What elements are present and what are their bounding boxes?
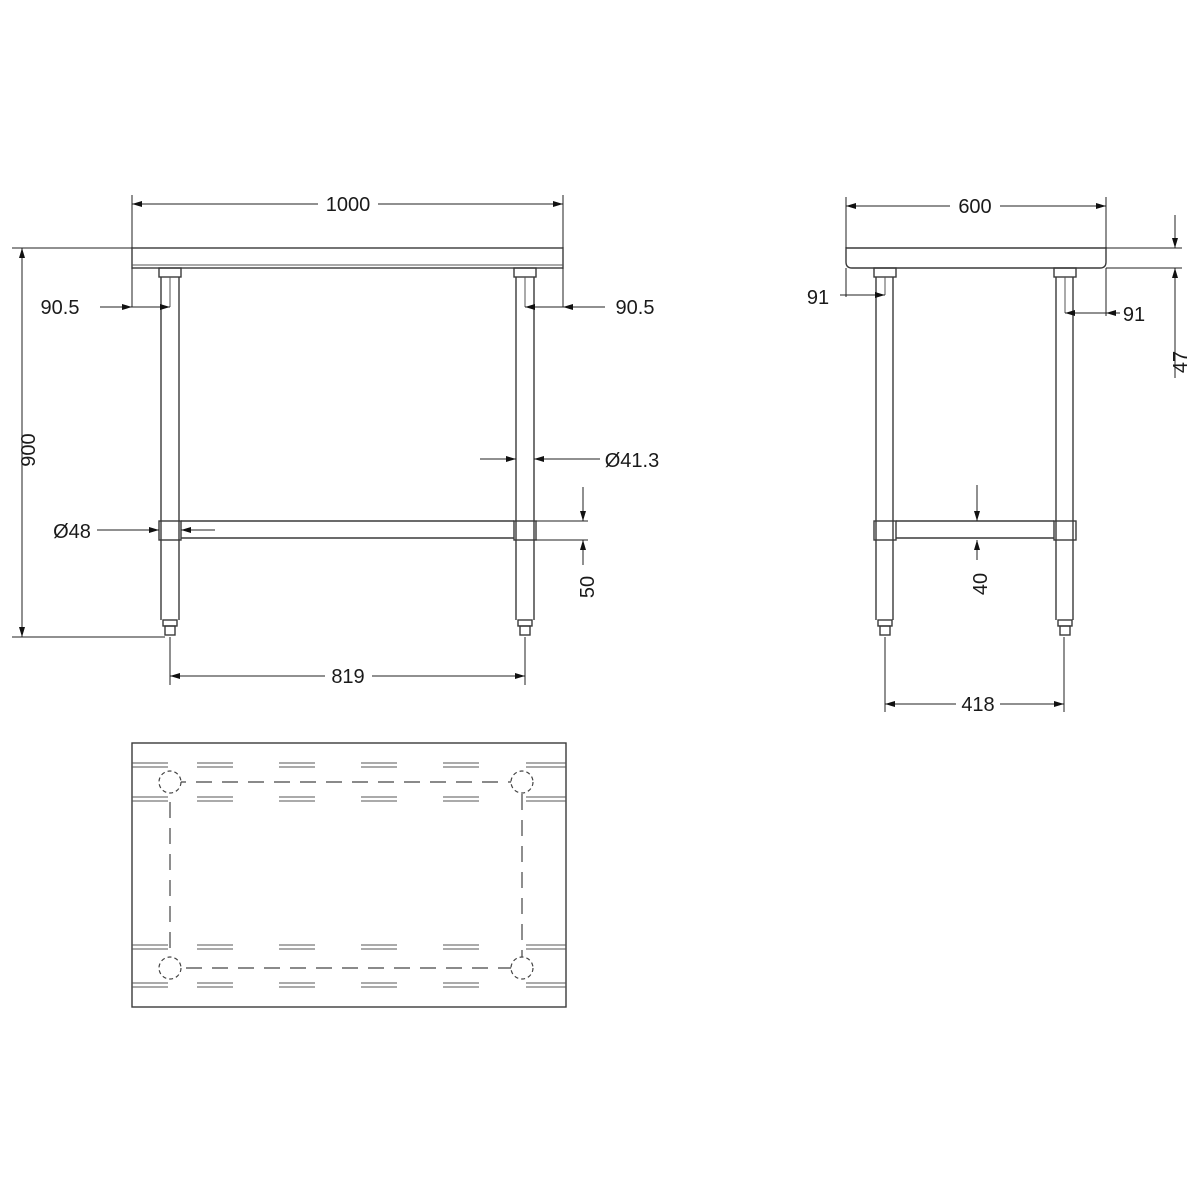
dimension-side-leg-spacing: 418	[884, 637, 1065, 716]
leg-circle	[158, 770, 182, 794]
dimension-top-thickness: 47	[1106, 215, 1192, 378]
rail-height-label: 50	[577, 576, 599, 598]
dimension-depth: 600	[845, 196, 1107, 248]
depth-label: 600	[958, 196, 991, 218]
dimension-side-right-offset: 91	[1065, 268, 1145, 326]
left-leg-offset-label: 90.5	[41, 297, 80, 319]
plan-view	[131, 742, 567, 1008]
dimension-width: 1000	[131, 194, 564, 248]
dimension-leg-spacing: 819	[169, 637, 526, 688]
width-label: 1000	[326, 194, 371, 216]
side-view: 600 91 91 47 40	[807, 196, 1192, 716]
side-left-leg	[873, 267, 897, 636]
right-leg-offset-label: 90.5	[616, 297, 655, 319]
left-leg	[158, 267, 182, 636]
side-tabletop	[845, 247, 1107, 269]
leg-spacing-label: 819	[331, 666, 364, 688]
dimension-leg-diameter: Ø41.3	[480, 450, 659, 472]
undershelf-rail	[181, 520, 514, 539]
dimension-height: 900	[12, 247, 165, 638]
tabletop	[131, 247, 564, 269]
front-view: 1000 900 90.5 90.5 Ø41.3 Ø48	[12, 194, 659, 688]
dimension-right-leg-offset: 90.5	[525, 268, 654, 319]
plan-rail-lines	[132, 762, 566, 988]
side-right-offset-label: 91	[1123, 304, 1145, 326]
dimension-left-leg-offset: 90.5	[41, 268, 170, 319]
leg-circle	[510, 956, 534, 980]
plan-leg-positions	[158, 770, 534, 980]
side-leg-spacing-label: 418	[961, 694, 994, 716]
side-right-leg	[1053, 267, 1077, 636]
dimension-side-rail-height: 40	[970, 485, 992, 595]
leg-circle	[158, 956, 182, 980]
height-label: 900	[18, 433, 40, 466]
side-left-offset-label: 91	[807, 287, 829, 309]
leg-circle	[510, 770, 534, 794]
top-thickness-label: 47	[1170, 351, 1192, 373]
dimension-collar-diameter: Ø48	[53, 521, 215, 543]
side-undershelf-rail	[896, 520, 1054, 539]
collar-diameter-label: Ø48	[53, 521, 91, 543]
right-leg	[513, 267, 537, 636]
dimension-rail-height: 50	[536, 487, 599, 598]
leg-diameter-label: Ø41.3	[605, 450, 659, 472]
side-rail-height-label: 40	[970, 573, 992, 595]
dimension-side-left-offset: 91	[807, 268, 885, 309]
